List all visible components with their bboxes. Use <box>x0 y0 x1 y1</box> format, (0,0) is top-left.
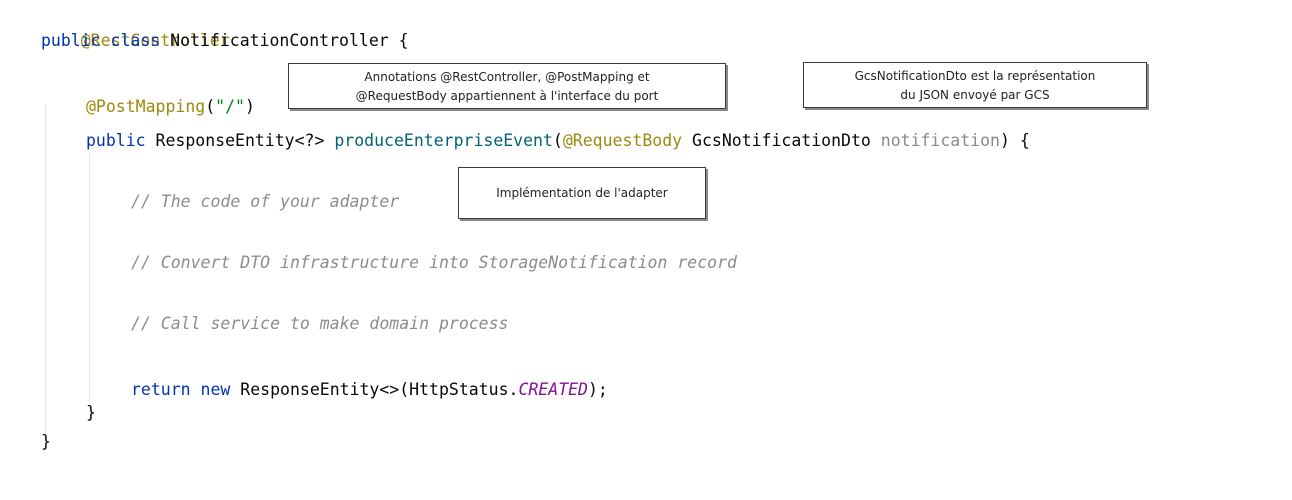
open-brace: { <box>388 31 409 50</box>
indent-guide-class <box>45 104 46 434</box>
method-close-brace: } <box>86 403 96 422</box>
class-keyword: class <box>110 31 161 50</box>
annotations-note: Annotations @RestController, @PostMappin… <box>288 63 726 109</box>
paren-open: ( <box>552 131 563 150</box>
paren-close: ) <box>244 97 255 116</box>
code-line-1: @RestController <box>41 5 230 50</box>
comment-call-service: // Call service to make domain process <box>131 314 509 333</box>
statement-end: ); <box>588 380 608 399</box>
public-keyword: public <box>86 131 146 150</box>
parameter-type: GcsNotificationDto <box>692 131 871 150</box>
request-body-annotation: @RequestBody <box>562 131 683 150</box>
dto-note-line1: GcsNotificationDto est la représentation <box>854 69 1096 83</box>
adapter-note: Implémentation de l'adapter <box>458 167 706 219</box>
indent-guide-method <box>89 152 90 402</box>
class-close-brace: } <box>41 432 51 451</box>
method-name: produceEnterpriseEvent <box>334 131 553 150</box>
annotations-note-line2: @RequestBody appartiennent à l'interface… <box>355 89 659 103</box>
return-keyword: return <box>131 380 191 399</box>
post-mapping-annotation: @PostMapping <box>86 97 206 116</box>
comment-convert-dto: // Convert DTO infrastructure into Stora… <box>131 253 737 272</box>
adapter-note-line1: Implémentation de l'adapter <box>496 186 668 200</box>
response-entity-expr: ResponseEntity<>(HttpStatus. <box>240 380 519 399</box>
paren-open: ( <box>205 97 216 116</box>
annotations-note-line1: Annotations @RestController, @PostMappin… <box>364 70 650 84</box>
comment-adapter-code: // The code of your adapter <box>131 192 400 211</box>
dto-note-line2: du JSON envoyé par GCS <box>900 88 1050 102</box>
new-keyword: new <box>200 380 231 399</box>
public-keyword: public <box>41 31 101 50</box>
return-statement: return new ResponseEntity<>(HttpStatus.C… <box>131 378 608 402</box>
parameter-name: notification <box>880 131 1000 150</box>
code-line-4: public ResponseEntity<?> produceEnterpri… <box>86 129 1030 153</box>
return-type: ResponseEntity<?> <box>155 131 325 150</box>
created-constant: CREATED <box>518 380 588 399</box>
code-line-3: @PostMapping("/") <box>86 95 255 119</box>
dto-note: GcsNotificationDto est la représentation… <box>803 62 1147 108</box>
rest-controller-annotation: @RestController <box>80 31 230 50</box>
path-string: "/" <box>215 97 245 116</box>
paren-close-brace: ) { <box>999 131 1030 150</box>
code-line-2: public class NotificationController { <box>41 29 409 53</box>
class-name: NotificationController <box>170 31 389 50</box>
